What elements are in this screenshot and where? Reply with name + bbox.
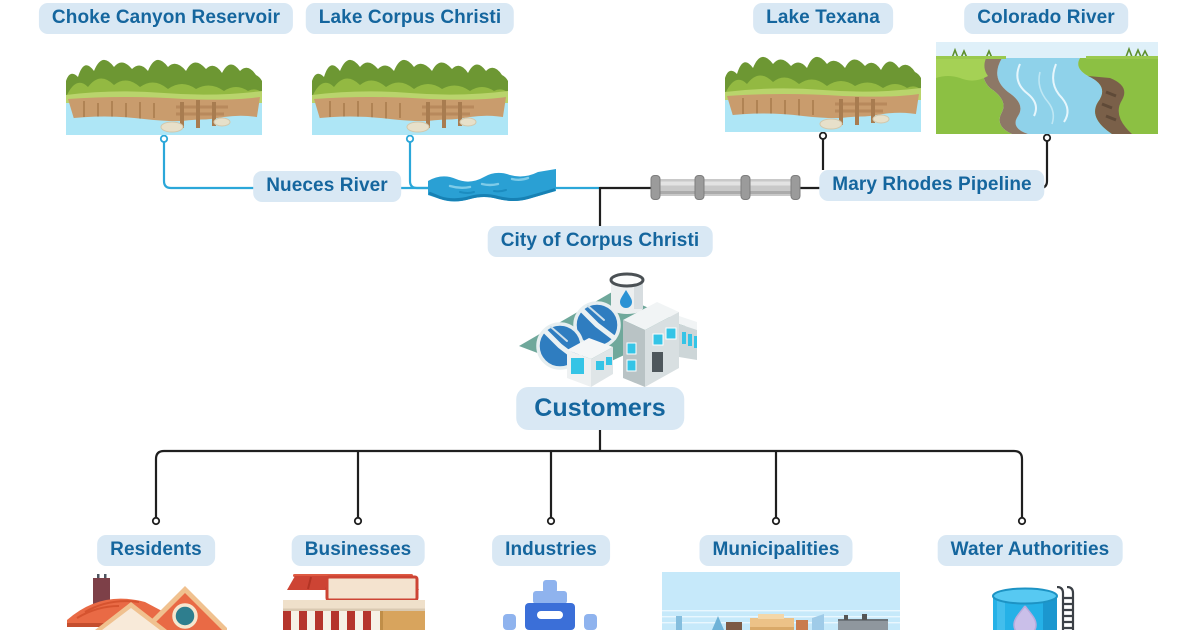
pipeline-icon xyxy=(650,172,802,202)
industrial-tower-icon xyxy=(497,580,603,630)
city-skyline-icon xyxy=(662,572,900,630)
water-connector-dots xyxy=(159,134,415,143)
lake-icon xyxy=(723,42,923,132)
water-treatment-plant-icon xyxy=(500,260,700,395)
label-colorado-river: Colorado River xyxy=(964,3,1128,34)
default-connector-dots xyxy=(151,131,1052,526)
label-city-of-corpus-christi: City of Corpus Christi xyxy=(487,226,713,257)
label-mary-rhodes-pipeline: Mary Rhodes Pipeline xyxy=(819,170,1045,201)
label-water-authorities: Water Authorities xyxy=(937,535,1123,566)
label-businesses: Businesses xyxy=(291,535,425,566)
label-municipalities: Municipalities xyxy=(699,535,853,566)
label-industries: Industries xyxy=(492,535,610,566)
river-scene-icon xyxy=(936,42,1158,134)
label-nueces-river: Nueces River xyxy=(253,171,401,202)
label-choke-canyon-reservoir: Choke Canyon Reservoir xyxy=(38,3,294,34)
label-customers: Customers xyxy=(516,387,684,430)
river-ribbon-icon xyxy=(424,166,560,206)
water-tank-icon xyxy=(985,586,1081,630)
lake-icon xyxy=(63,45,265,135)
lake-icon xyxy=(310,45,510,135)
house-icon xyxy=(67,574,227,630)
label-residents: Residents xyxy=(97,535,215,566)
storefront-icon xyxy=(283,574,425,630)
label-lake-texana: Lake Texana xyxy=(753,3,893,34)
label-lake-corpus-christi: Lake Corpus Christi xyxy=(305,3,515,34)
